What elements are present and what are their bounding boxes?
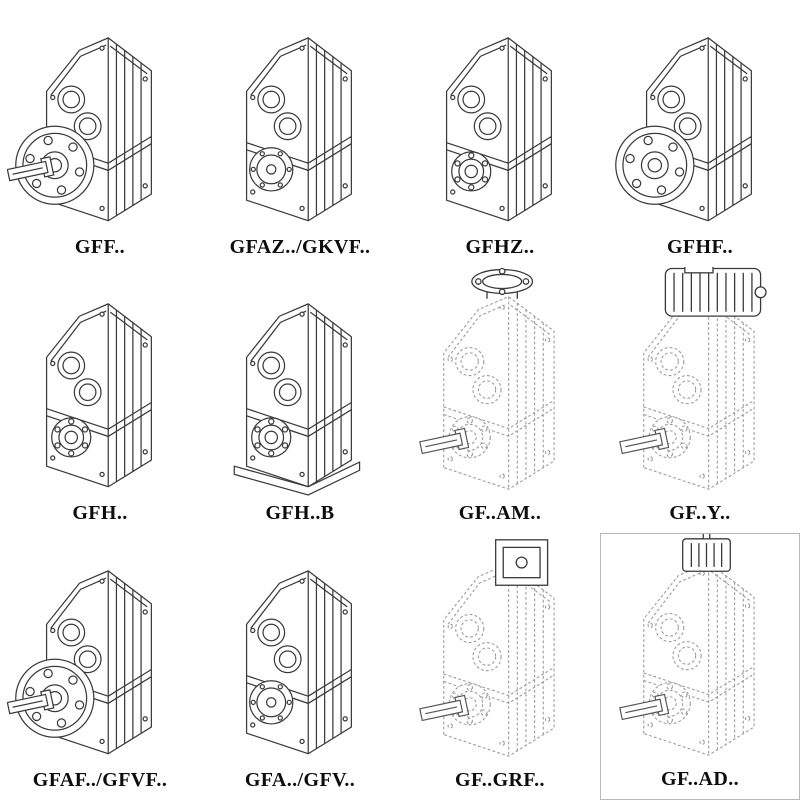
- motor-adapter-gearbox-drawing: [418, 268, 555, 491]
- output-flange: [615, 125, 695, 205]
- gear-housing: [245, 570, 352, 755]
- catalog-cell-gfhz: GFHZ..: [400, 0, 600, 267]
- model-label: GF..AD..: [660, 767, 740, 790]
- round-cover-gearbox-drawing: [245, 37, 352, 222]
- model-label: GF..Y..: [669, 502, 731, 525]
- flange-output-shaft-gearbox-drawing: [7, 570, 152, 755]
- input-adapter: [682, 534, 731, 572]
- flange-output-shaft-gearbox-drawing: [7, 37, 152, 222]
- round-cover: [249, 147, 294, 192]
- model-label: GFAF../GFVF..: [32, 768, 168, 791]
- gear-housing: [443, 296, 555, 491]
- drawing-area: [1, 2, 199, 234]
- output-hub: [451, 151, 492, 192]
- motor-adapter-flange: [471, 268, 534, 300]
- round-cover: [249, 680, 294, 725]
- model-label: GF..AM..: [458, 502, 542, 525]
- drawing-area: [1, 535, 199, 767]
- catalog-cell-gf-am: GF..AM..: [400, 266, 600, 534]
- drawing-area: [201, 2, 399, 234]
- input-adapter-gearbox-drawing: [618, 534, 755, 756]
- catalog-cell-gf-ad: GF..AD..: [600, 533, 800, 800]
- motor-mounted-gearbox-drawing: [618, 266, 767, 491]
- model-label: GFAZ../GKVF..: [229, 235, 371, 258]
- hollow-shaft-foot-gearbox-drawing: [233, 303, 361, 497]
- cover-adapter-gearbox-drawing: [418, 539, 555, 757]
- catalog-cell-gfhf: GFHF..: [600, 0, 800, 267]
- hollow-shaft-gearbox-drawing: [45, 303, 152, 488]
- catalog-cell-gfh: GFH..: [0, 266, 200, 534]
- drawing-area: [401, 2, 599, 234]
- model-label: GFH..: [72, 502, 128, 525]
- catalog-cell-gff: GFF..: [0, 0, 200, 267]
- gear-housing: [445, 37, 552, 222]
- output-hub: [51, 417, 92, 459]
- drawing-area: [1, 269, 199, 501]
- hollow-shaft-gearbox-drawing: [445, 37, 552, 222]
- catalog-cell-gf-y: GF..Y..: [600, 266, 800, 534]
- gear-housing: [643, 562, 755, 756]
- gear-housing: [643, 296, 755, 491]
- drawing-area: [601, 266, 799, 501]
- cover-plate: [495, 539, 549, 586]
- model-label: GFHZ..: [465, 235, 535, 258]
- gear-housing: [45, 303, 152, 488]
- drawing-area: [401, 267, 599, 501]
- output-hub: [251, 417, 292, 459]
- model-label: GFA../GFV..: [244, 768, 356, 791]
- drawing-area: [602, 534, 798, 766]
- drawing-area: [401, 533, 599, 767]
- catalog-cell-gfa-gfv: GFA../GFV..: [200, 533, 400, 800]
- model-label: GFF..: [74, 235, 126, 258]
- model-label: GF..GRF..: [455, 768, 545, 791]
- catalog-cell-gfaf-gfvf: GFAF../GFVF..: [0, 533, 200, 800]
- catalog-cell-gf-grf: GF..GRF..: [400, 533, 600, 800]
- catalog-cell-gfh-b: GFH..B: [200, 266, 400, 534]
- motor: [664, 266, 767, 318]
- round-cover-gearbox-drawing: [245, 570, 352, 755]
- model-label: GFH..B: [265, 502, 335, 525]
- drawing-area: [201, 535, 399, 767]
- gear-housing: [443, 563, 555, 757]
- model-label: GFHF..: [666, 235, 734, 258]
- flange-hollow-shaft-gearbox-drawing: [615, 37, 752, 222]
- drawing-area: [201, 269, 399, 501]
- gear-housing: [245, 303, 352, 488]
- drawing-area: [601, 2, 799, 234]
- catalog-cell-gfaz-gkvf: GFAZ../GKVF..: [200, 0, 400, 267]
- gear-housing: [245, 37, 352, 222]
